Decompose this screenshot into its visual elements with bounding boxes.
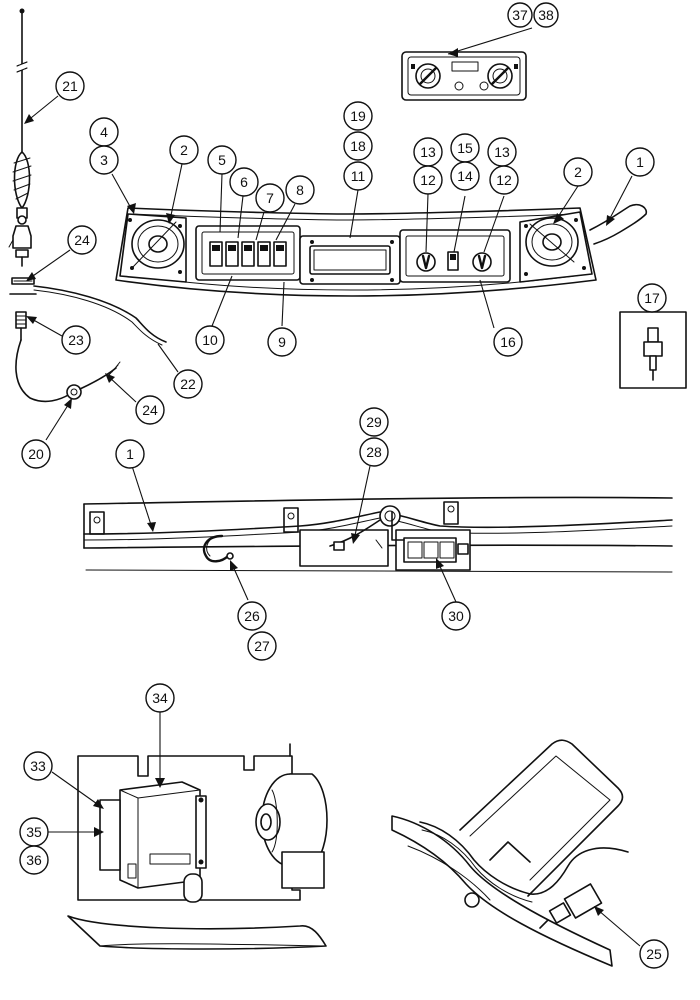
svg-text:15: 15 (457, 140, 473, 156)
svg-text:35: 35 (26, 824, 42, 840)
leader-lines (24, 27, 641, 947)
callout-c2b: 2 (563, 157, 593, 187)
svg-text:37: 37 (512, 7, 528, 23)
callout-c33: 33 (23, 751, 53, 781)
callout-c9: 9 (267, 327, 297, 357)
callout-c3: 3 (89, 145, 119, 175)
blower-module-drawing (67, 743, 328, 950)
cab-header-drawing (83, 496, 673, 573)
svg-text:34: 34 (152, 690, 168, 706)
callout-c35: 35 (19, 817, 49, 847)
callout-c7: 7 (255, 183, 285, 213)
svg-text:17: 17 (644, 290, 660, 306)
svg-text:27: 27 (254, 638, 270, 654)
callout-c22: 22 (173, 369, 203, 399)
overhead-console-drawing (115, 203, 648, 297)
callout-c18: 18 (343, 131, 373, 161)
callout-c24a: 24 (67, 225, 97, 255)
svg-text:13: 13 (420, 144, 436, 160)
callout-c21: 21 (55, 71, 85, 101)
callout-c13a: 13 (413, 137, 443, 167)
svg-text:22: 22 (180, 376, 196, 392)
callout-c12a: 12 (413, 165, 443, 195)
antenna-drawing (8, 8, 32, 267)
callout-c1b: 1 (115, 439, 145, 469)
svg-text:11: 11 (351, 168, 366, 184)
svg-text:20: 20 (28, 446, 44, 462)
svg-text:28: 28 (366, 444, 382, 460)
svg-text:26: 26 (244, 608, 260, 624)
callout-c10: 10 (195, 325, 225, 355)
svg-text:1: 1 (126, 446, 134, 462)
svg-text:16: 16 (500, 334, 516, 350)
svg-text:25: 25 (646, 946, 662, 962)
callout-c16: 16 (493, 327, 523, 357)
callout-c11: 11 (343, 161, 373, 191)
svg-text:29: 29 (366, 414, 382, 430)
svg-text:13: 13 (494, 144, 510, 160)
callout-c36: 36 (19, 845, 49, 875)
callout-c34: 34 (145, 683, 175, 713)
svg-text:23: 23 (68, 332, 84, 348)
callout-c26: 26 (237, 601, 267, 631)
callout-c2a: 2 (169, 135, 199, 165)
callout-c6: 6 (229, 167, 259, 197)
svg-text:21: 21 (62, 78, 78, 94)
svg-text:12: 12 (496, 172, 512, 188)
svg-text:19: 19 (350, 108, 366, 124)
callout-c5: 5 (207, 145, 237, 175)
svg-text:24: 24 (142, 402, 158, 418)
fuse-inset-drawing (619, 311, 687, 389)
svg-text:10: 10 (202, 332, 218, 348)
seat-frame-drawing (391, 739, 629, 967)
callout-c30: 30 (441, 601, 471, 631)
svg-text:36: 36 (26, 852, 42, 868)
svg-text:18: 18 (350, 138, 366, 154)
callout-c23: 23 (61, 325, 91, 355)
callout-c37: 37 (507, 2, 533, 28)
callout-c27: 27 (247, 631, 277, 661)
antenna-mount-drawing (9, 277, 167, 346)
svg-text:33: 33 (30, 758, 46, 774)
callout-c13b: 13 (487, 137, 517, 167)
callout-c14: 14 (450, 161, 480, 191)
callout-c17: 17 (637, 283, 667, 313)
svg-text:3: 3 (100, 152, 108, 168)
svg-text:38: 38 (538, 7, 554, 23)
svg-text:4: 4 (100, 124, 108, 140)
svg-text:9: 9 (278, 334, 286, 350)
callout-c12b: 12 (489, 165, 519, 195)
svg-text:12: 12 (420, 172, 436, 188)
svg-text:6: 6 (240, 174, 248, 190)
svg-text:7: 7 (266, 190, 274, 206)
svg-text:14: 14 (457, 168, 473, 184)
callout-c24b: 24 (135, 395, 165, 425)
svg-text:24: 24 (74, 232, 90, 248)
callout-c20: 20 (21, 439, 51, 469)
svg-text:2: 2 (574, 164, 582, 180)
callout-c15: 15 (450, 133, 480, 163)
antenna-cable-drawing (15, 311, 121, 403)
callout-c1: 1 (625, 147, 655, 177)
svg-text:8: 8 (296, 182, 304, 198)
callout-c28: 28 (359, 437, 389, 467)
callout-c4: 4 (89, 117, 119, 147)
callout-c25: 25 (639, 939, 669, 969)
svg-text:30: 30 (448, 608, 464, 624)
callout-c19: 19 (343, 101, 373, 131)
svg-text:5: 5 (218, 152, 226, 168)
callout-c38: 38 (533, 2, 559, 28)
callout-c8: 8 (285, 175, 315, 205)
svg-text:1: 1 (636, 154, 644, 170)
control-panel-drawing (401, 51, 527, 101)
svg-text:2: 2 (180, 142, 188, 158)
callout-c29: 29 (359, 407, 389, 437)
